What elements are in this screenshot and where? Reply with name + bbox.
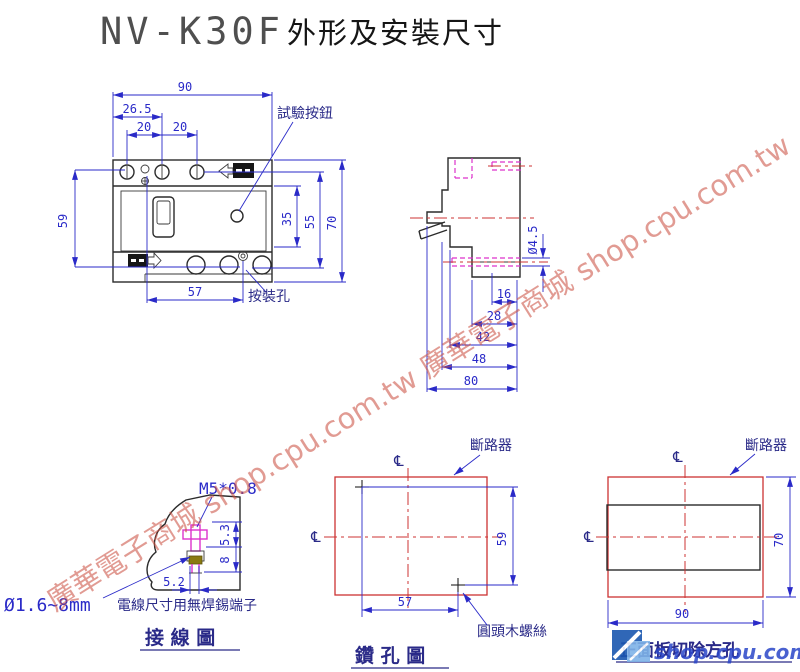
- side-extension-lines: [426, 226, 518, 392]
- front-view: 90 26.5 20 20 59 57 35 55 70 試驗按鈕 按裝孔: [56, 80, 346, 305]
- label-breaker-cutout: 斷路器: [745, 438, 787, 454]
- label-test-button: 試驗按鈕: [277, 106, 333, 122]
- top-terminal-screws: [119, 164, 205, 185]
- side-centerlines: [410, 165, 548, 263]
- drill-hole-marks: [355, 480, 465, 592]
- dim-width: 90: [178, 80, 192, 94]
- drill-title: 鑽 孔 圖: [355, 644, 425, 667]
- dim-hole-span: 57: [188, 285, 202, 299]
- bottom-terminal-screws: [186, 251, 272, 275]
- badge-label-bottom: [128, 254, 148, 267]
- label-breaker-drill: 斷路器: [470, 438, 512, 454]
- centerline-symbol-top: ℄: [393, 452, 404, 470]
- front-dimensions: 90 26.5 20 20 59 57 35 55 70: [56, 80, 345, 303]
- dim-80: 80: [464, 374, 478, 388]
- dim-28: 28: [487, 309, 501, 323]
- watermark-footer-text: shop.cpu.com.tw: [654, 640, 800, 664]
- dim-c: 5.2: [163, 575, 185, 589]
- title-subtitle: 外形及安裝尺寸: [287, 16, 504, 50]
- front-panel: [120, 190, 267, 252]
- centerline-symbol-left: ℄: [310, 528, 321, 546]
- dim-height: 59: [56, 214, 70, 228]
- dim-pitch-b: 20: [173, 120, 187, 134]
- centerline-symbol-left2: ℄: [583, 528, 594, 546]
- dim-cutout-h: 70: [772, 533, 786, 547]
- direction-badge-top: [218, 163, 254, 179]
- label-wood-screw: 圓頭木螺絲: [477, 624, 547, 640]
- test-button: [230, 209, 244, 223]
- mounting-hole: [238, 251, 248, 261]
- breakaway-outline: [146, 494, 241, 591]
- watermark-footer: shop.cpu.com.tw: [612, 630, 800, 664]
- breaker-outline-red: [334, 476, 488, 596]
- dim-16: 16: [497, 287, 511, 301]
- hidden-lines: [451, 158, 524, 267]
- dim-pitch-a: 20: [137, 120, 151, 134]
- watermark-text: 廣華電子商城 shop.cpu.com.tw 廣華電子商城 shop.cpu.c…: [41, 128, 797, 618]
- dim-mid: 55: [303, 215, 317, 229]
- label-thread: M5*0.8: [199, 479, 257, 498]
- toggle-switch: [152, 196, 175, 238]
- page-title: NV-K30F 外形及安裝尺寸: [100, 10, 504, 53]
- dim-hole-dia: Ø4.5: [526, 226, 540, 255]
- dim-a: 5.3: [218, 524, 232, 546]
- dim-offset: 26.5: [123, 102, 152, 116]
- model-name: NV-K30F: [100, 10, 284, 53]
- badge-label-top: [233, 163, 254, 178]
- dim-total: 70: [325, 216, 339, 230]
- dim-48: 48: [472, 352, 486, 366]
- wire-note-text: 電線尺寸用無焊錫端子: [117, 598, 257, 614]
- wiring-title: 接 線 圖: [145, 626, 215, 649]
- dim-b: 8: [218, 556, 232, 563]
- side-dimensions: 16 28 42 48 80: [427, 287, 517, 392]
- cutout-diagram: ℄ ℄ 斷路器 70 90 正面板切除方孔: [583, 438, 796, 663]
- front-extension-lines: [75, 92, 346, 303]
- solderless-terminal: [188, 555, 203, 565]
- drill-diagram: ℄ ℄ 57 59 斷路器 圓頭木螺絲 鑽 孔 圖: [310, 438, 547, 669]
- centerline-symbol-top2: ℄: [672, 448, 683, 466]
- hole-dia-dimension: Ø4.5: [522, 226, 550, 292]
- watermark-diagonal: 廣華電子商城 shop.cpu.com.tw 廣華電子商城 shop.cpu.c…: [41, 128, 797, 618]
- wire-size-note: Ø1.6~8mm: [4, 595, 91, 616]
- wiring-diagram: M5*0.8 5.3 8 5.2 Ø1.6~8mm 電線尺寸用無焊錫端子 接 線…: [4, 479, 257, 651]
- dim-inner: 35: [280, 212, 294, 226]
- dim-drill-w: 57: [398, 595, 412, 609]
- shop-logo-icon: [612, 630, 650, 662]
- dim-drill-h: 59: [495, 532, 509, 546]
- side-view: Ø4.5 16 28 42 48 80: [410, 157, 550, 392]
- dim-cutout-w: 90: [675, 607, 689, 621]
- breaker-body-outline: [112, 159, 273, 283]
- wiring-dimensions: 5.3 8 5.2: [163, 521, 242, 594]
- direction-badge-bottom: [128, 251, 162, 270]
- dim-42: 42: [476, 330, 490, 344]
- label-mounting-hole: 按裝孔: [248, 289, 290, 305]
